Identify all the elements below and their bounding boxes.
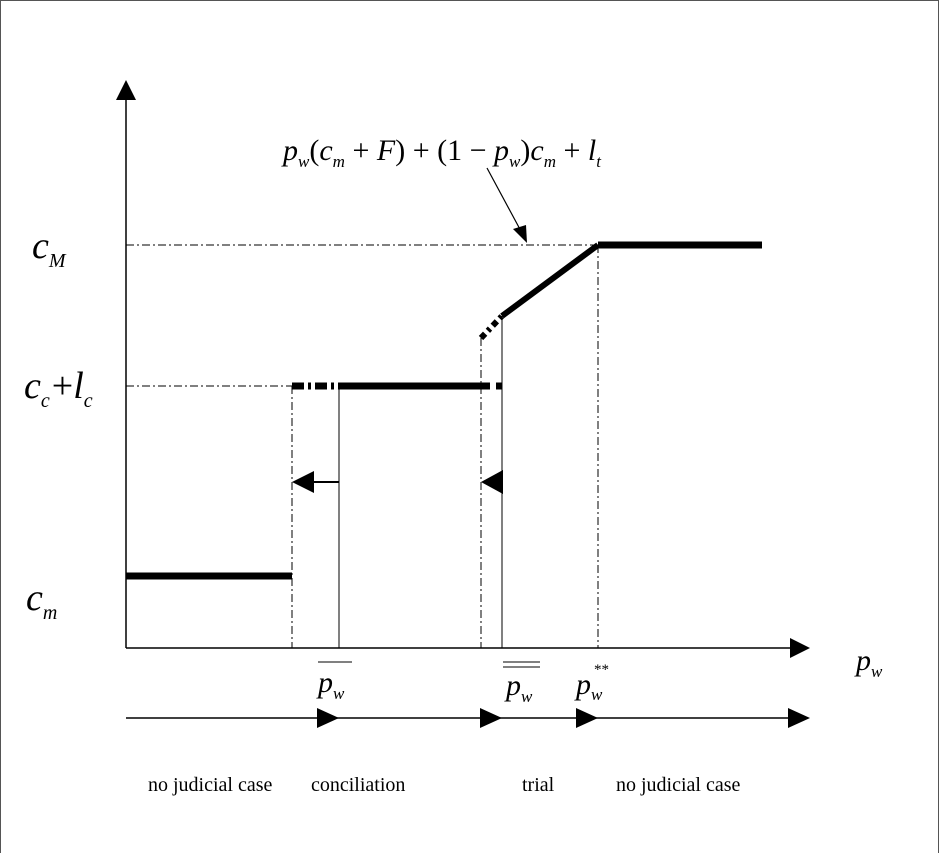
formula-sub3: w bbox=[509, 152, 521, 171]
region-label-2: conciliation bbox=[311, 774, 405, 796]
shift-arrow-left-head bbox=[292, 471, 314, 493]
formula-plus2: + bbox=[556, 134, 588, 167]
timeline-arrow-2 bbox=[480, 708, 502, 728]
label-p-bar: pw bbox=[316, 666, 345, 703]
formula-plus1: + bbox=[345, 134, 377, 167]
formula-close2: ) bbox=[520, 134, 530, 167]
label-p-star-star-sup: ** bbox=[594, 662, 609, 678]
formula-close1: ) + bbox=[395, 134, 437, 167]
timeline-arrow-4 bbox=[788, 708, 810, 728]
label-cc-plus-lc: cc+lc bbox=[24, 365, 93, 412]
y-axis-arrowhead bbox=[116, 80, 136, 100]
formula-open2: (1 − bbox=[437, 134, 494, 167]
shift-arrow-right-head bbox=[481, 470, 503, 494]
label-cm: cm bbox=[26, 577, 57, 624]
segment-dotted-slope bbox=[478, 313, 505, 341]
label-p-double-bar: pw bbox=[504, 669, 533, 706]
label-p-star-star: pw bbox=[574, 668, 603, 704]
formula-pointer-line bbox=[486, 167, 523, 234]
label-x-axis: pw bbox=[854, 644, 883, 681]
formula-F: F bbox=[376, 134, 396, 167]
region-label-1: no judicial case bbox=[148, 774, 273, 796]
formula-c1: c bbox=[319, 134, 332, 167]
formula-l: l bbox=[588, 134, 596, 167]
region-label-3: trial bbox=[522, 774, 555, 796]
formula-sub5: t bbox=[596, 152, 602, 171]
formula-p1: p bbox=[281, 134, 298, 167]
formula-c2: c bbox=[530, 134, 543, 167]
timeline-arrow-3 bbox=[576, 708, 598, 728]
formula-text: pw(cm + F) + (1 − pw)cm + lt bbox=[281, 134, 602, 171]
region-label-4: no judicial case bbox=[616, 774, 741, 796]
label-cM: cM bbox=[32, 225, 67, 272]
formula-sub2: m bbox=[333, 152, 345, 171]
formula-p2: p bbox=[492, 134, 509, 167]
x-axis-arrowhead bbox=[790, 638, 810, 658]
formula-sub1: w bbox=[298, 152, 310, 171]
segment-trial-slope bbox=[500, 242, 600, 319]
formula-sub4: m bbox=[544, 152, 556, 171]
formula-pointer-head bbox=[513, 225, 527, 243]
formula-open1: ( bbox=[309, 134, 319, 167]
timeline-arrow-1 bbox=[317, 708, 339, 728]
